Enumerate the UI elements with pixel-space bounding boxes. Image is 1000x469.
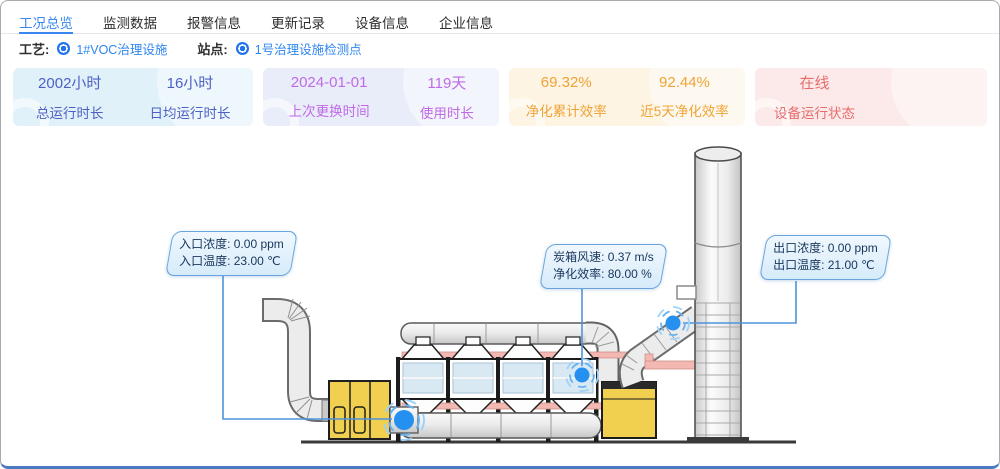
stat-card-replacement: 2024-01-01 上次更换时间 119天 使用时长 (263, 68, 499, 126)
sensor-point-outlet[interactable] (656, 306, 690, 340)
tab-device-info[interactable]: 设备信息 (355, 16, 409, 31)
stat-label: 使用时长 (419, 106, 474, 121)
fan-unit (328, 380, 391, 440)
connector-inlet (222, 275, 392, 420)
stat-value: 92.44% (659, 74, 710, 91)
process-selector: 工艺: 1#VOC治理设施 (19, 39, 167, 58)
connector-outlet (683, 281, 797, 324)
pink-pipe-bottom (401, 402, 608, 410)
stat-value: 69.32% (540, 74, 592, 91)
sensor-point-carbon-box[interactable] (565, 358, 599, 392)
stat-total-runtime: 2002小时 总运行时长 (36, 72, 104, 122)
callout-carbon-box: 炭箱风速: 0.37 m/s 净化效率: 80.00 % (539, 244, 668, 289)
stat-value: 2024-01-01 (290, 74, 368, 91)
stat-label: 上次更换时间 (288, 104, 370, 119)
tab-overview[interactable]: 工况总览 (19, 12, 73, 34)
plenum-duct (400, 321, 620, 382)
bottom-hoppers (400, 398, 596, 414)
carbon-filter-boxes (398, 358, 598, 400)
bottom-manifold (398, 412, 602, 439)
pink-pipe-top (401, 351, 646, 359)
process-value[interactable]: 1#VOC治理设施 (76, 42, 168, 57)
radio-selected-icon[interactable] (57, 41, 71, 55)
stat-value: 119天 (427, 75, 467, 92)
stat-device-status: 在线 设备运行状态 (755, 72, 873, 122)
site-label: 站点: (197, 41, 228, 57)
status-badge: 在线 (799, 75, 830, 92)
callout-inlet: 入口浓度: 0.00 ppm 入口温度: 23.00 ℃ (165, 231, 298, 276)
sensor-point-inlet[interactable] (383, 399, 425, 441)
stat-label: 总运行时长 (35, 106, 104, 121)
stat-label: 净化累计效率 (525, 104, 607, 119)
callout-line: 炭箱风速: 0.37 m/s (553, 250, 654, 264)
stat-label: 设备运行状态 (773, 106, 855, 121)
stack-bracket (676, 285, 697, 300)
callout-line: 入口浓度: 0.00 ppm (179, 237, 284, 251)
callout-line: 净化效率: 80.00 % (553, 267, 652, 281)
stat-card-efficiency: 69.32% 净化累计效率 92.44% 近5天净化效率 (508, 68, 746, 126)
callout-outlet: 出口浓度: 0.00 ppm 出口温度: 21.00 ℃ (759, 235, 892, 280)
frame-posts (396, 357, 599, 442)
stat-cumulative-efficiency: 69.32% 净化累计效率 (526, 74, 607, 120)
stat-value: 16小时 (166, 75, 214, 92)
callout-line: 入口温度: 23.00 ℃ (179, 254, 281, 268)
tab-monitoring-data[interactable]: 监测数据 (103, 16, 157, 31)
callout-connectors (222, 275, 797, 420)
stat-value: 2002小时 (38, 75, 102, 92)
tab-enterprise-info[interactable]: 企业信息 (439, 16, 493, 31)
stat-card-row: 2002小时 总运行时长 16小时 日均运行时长 2024-01-01 上次更换… (13, 68, 987, 126)
site-selector: 站点: 1号治理设施检测点 (197, 39, 362, 58)
stat-card-status: 在线 设备运行状态 (755, 68, 987, 126)
tab-alarm-info[interactable]: 报警信息 (187, 16, 241, 31)
top-hoppers (400, 336, 596, 360)
exhaust-stack (676, 146, 749, 442)
stat-daily-runtime: 16小时 日均运行时长 (149, 72, 230, 122)
callout-line: 出口浓度: 0.00 ppm (773, 241, 878, 255)
tab-bar: 工况总览 监测数据 报警信息 更新记录 设备信息 企业信息 (1, 1, 999, 34)
callout-line: 出口温度: 21.00 ℃ (773, 258, 875, 272)
tab-update-records[interactable]: 更新记录 (271, 16, 325, 31)
inlet-duct (262, 298, 345, 422)
process-label: 工艺: (19, 41, 50, 57)
desorption-unit (601, 381, 657, 439)
diagonal-duct (618, 306, 705, 389)
radio-selected-icon[interactable] (235, 41, 249, 55)
inlet-cylinder (389, 406, 419, 434)
stat-label: 日均运行时长 (149, 106, 231, 121)
stat-label: 近5天净化效率 (640, 104, 729, 119)
filter-bar: 工艺: 1#VOC治理设施 站点: 1号治理设施检测点 (1, 34, 999, 62)
pink-pipe-right (644, 353, 698, 370)
stat-card-runtime: 2002小时 总运行时长 16小时 日均运行时长 (13, 68, 254, 126)
sensor-points (383, 306, 690, 441)
stat-usage-duration: 119天 使用时长 (420, 72, 474, 122)
site-value[interactable]: 1号治理设施检测点 (254, 42, 362, 57)
stat-recent-efficiency: 92.44% 近5天净化效率 (640, 74, 729, 120)
stat-last-replacement: 2024-01-01 上次更换时间 (289, 74, 370, 120)
